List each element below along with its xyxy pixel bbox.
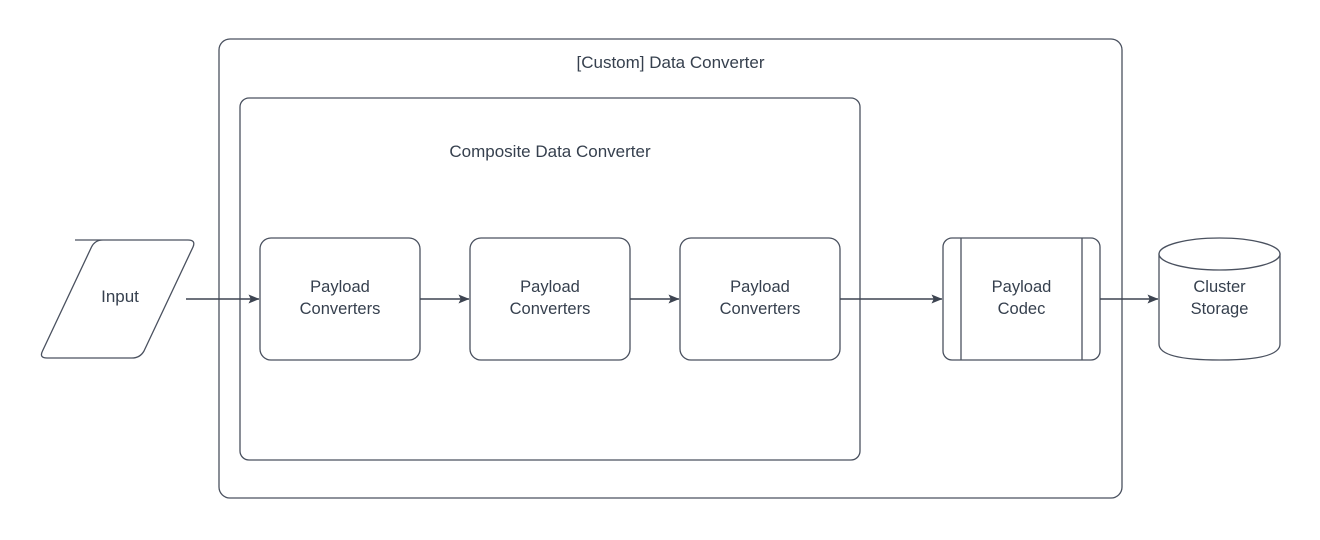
node-cluster-storage-shape[interactable]	[1158, 237, 1281, 361]
node-payload-converters-1-shape[interactable]	[259, 237, 421, 361]
node-payload-converters-3-shape[interactable]	[679, 237, 841, 361]
node-payload-converters-2-shape[interactable]	[469, 237, 631, 361]
node-payload-codec-shape[interactable]	[942, 237, 1101, 361]
node-input-shape[interactable]	[40, 239, 195, 359]
